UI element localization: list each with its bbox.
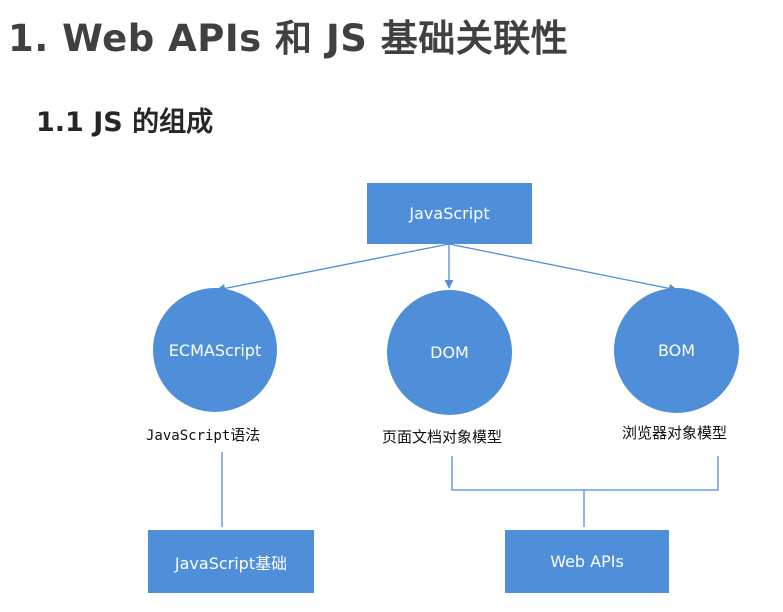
- arrow-to-bom: [448, 243, 678, 293]
- bom-label: BOM: [657, 341, 696, 360]
- bom-caption: 浏览器对象模型: [622, 424, 728, 442]
- page-title: 1. Web APIs 和 JS 基础关联性: [8, 17, 569, 60]
- javascript-root-label: JavaScript: [409, 204, 490, 223]
- dom-caption: 页面文档对象模型: [382, 428, 503, 446]
- web-apis-node: Web APIs: [505, 530, 669, 593]
- ecmascript-node: ECMAScript: [153, 288, 277, 412]
- web-apis-label: Web APIs: [550, 552, 624, 571]
- ecmascript-label: ECMAScript: [168, 340, 262, 360]
- arrow-to-ecmascript: [216, 243, 450, 293]
- javascript-basics-node: JavaScript基础: [148, 530, 314, 593]
- bracket-dom-bom-to-webapis: [451, 456, 719, 491]
- dom-node: DOM: [387, 290, 512, 415]
- ecmascript-caption-text: 语法: [230, 426, 261, 444]
- dom-label: DOM: [430, 343, 469, 362]
- javascript-root-node: JavaScript: [367, 183, 532, 244]
- bom-node: BOM: [614, 288, 739, 413]
- javascript-basics-label: JavaScript基础: [174, 553, 288, 573]
- ecmascript-caption-code: JavaScript: [146, 428, 231, 444]
- section-subtitle: 1.1 JS 的组成: [36, 107, 214, 138]
- ecmascript-caption: JavaScript语法: [146, 424, 260, 445]
